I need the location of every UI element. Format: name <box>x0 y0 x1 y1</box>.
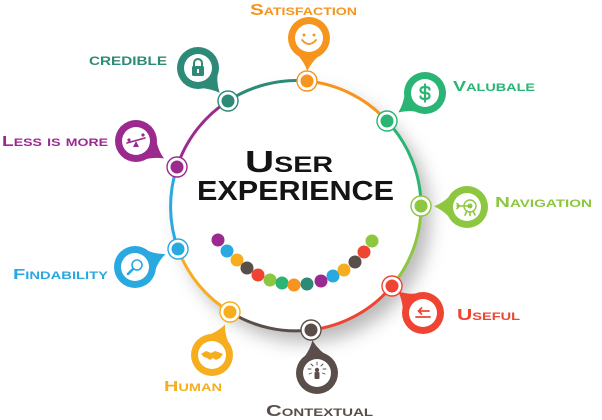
bubble-contextual <box>296 340 338 394</box>
smile-dot <box>230 253 244 267</box>
node-credible <box>221 94 235 108</box>
node-human <box>223 305 237 319</box>
lock-icon <box>192 58 204 76</box>
magnifier-lens <box>131 259 143 271</box>
bulb-body <box>314 372 320 379</box>
label-valuable: Valubale <box>453 78 535 95</box>
ring-nodes <box>166 70 432 341</box>
target-icon <box>456 199 477 217</box>
smile-dot <box>357 245 371 259</box>
bubble-less-is-more <box>115 120 164 162</box>
label-findability: Findability <box>13 266 109 283</box>
lightbulb-icon <box>307 361 327 379</box>
magnifier-icon <box>126 259 143 276</box>
label-credible: credible <box>89 50 167 69</box>
node-navigation <box>414 199 428 213</box>
smiley-eye <box>312 33 316 37</box>
target-arrow <box>456 202 476 217</box>
handshake-icon <box>201 351 223 360</box>
smile-dot <box>211 233 225 247</box>
bubble-credible <box>177 47 220 93</box>
seesaw-icon <box>126 133 146 147</box>
node-satisfaction <box>300 74 314 88</box>
seesaw-figure <box>141 133 145 137</box>
bubble-navigation <box>434 186 488 228</box>
smile-dot <box>240 261 254 275</box>
bubble-satisfaction <box>288 17 330 71</box>
label-less-is-more: Less is more <box>2 133 108 150</box>
smile-dot <box>220 244 234 258</box>
smile-dot <box>348 255 362 269</box>
lock-keyhole <box>197 69 199 73</box>
magnifier-handle <box>126 267 135 276</box>
label-contextual: Contextual <box>266 403 373 420</box>
label-navigation: Navigation <box>495 194 592 211</box>
smile-dot <box>337 263 351 277</box>
smile-dot <box>365 234 379 248</box>
bubble-inner <box>121 253 149 281</box>
bubble-inner <box>453 193 481 221</box>
node-less-is-more <box>170 160 184 174</box>
return-arrow-icon <box>415 307 431 318</box>
bubble-useful <box>398 291 444 334</box>
node-findability <box>171 242 185 256</box>
bubble-findability <box>114 246 166 288</box>
seesaw-plank <box>126 137 146 144</box>
label-useful: Useful <box>457 307 520 324</box>
node-valuable <box>380 114 394 128</box>
smiley-icon <box>301 33 317 45</box>
bubble-human <box>191 324 233 376</box>
bulb-rays <box>307 361 327 375</box>
label-satisfaction: Satisfaction <box>250 2 357 19</box>
seesaw-figure <box>127 138 131 142</box>
smile-dot <box>251 268 265 282</box>
node-contextual <box>304 323 318 337</box>
lock-shackle <box>193 58 203 67</box>
smiley-mouth <box>301 39 317 45</box>
smile-dot <box>287 278 301 292</box>
smile-dot <box>300 277 314 291</box>
title-line-2: EXPERIENCE <box>197 175 394 206</box>
bubble-inner <box>409 299 437 327</box>
bubble-inner <box>295 24 323 52</box>
node-useful <box>385 279 399 293</box>
dollar-icon <box>419 83 431 103</box>
bulb-head <box>314 367 320 373</box>
bubble-valuable <box>398 72 446 114</box>
seesaw-pivot <box>133 141 139 147</box>
smile-dot <box>314 274 328 288</box>
smile-dot <box>275 276 289 290</box>
smile-dot <box>326 269 340 283</box>
labels: Satisfaction Valubale Navigation Useful … <box>2 2 592 420</box>
smile-dot <box>263 273 277 287</box>
label-human: Human <box>164 378 222 395</box>
center-disc <box>171 81 421 331</box>
smiley-eye <box>302 33 306 37</box>
smile-dots <box>211 233 379 292</box>
title-line-1: User <box>245 144 333 179</box>
